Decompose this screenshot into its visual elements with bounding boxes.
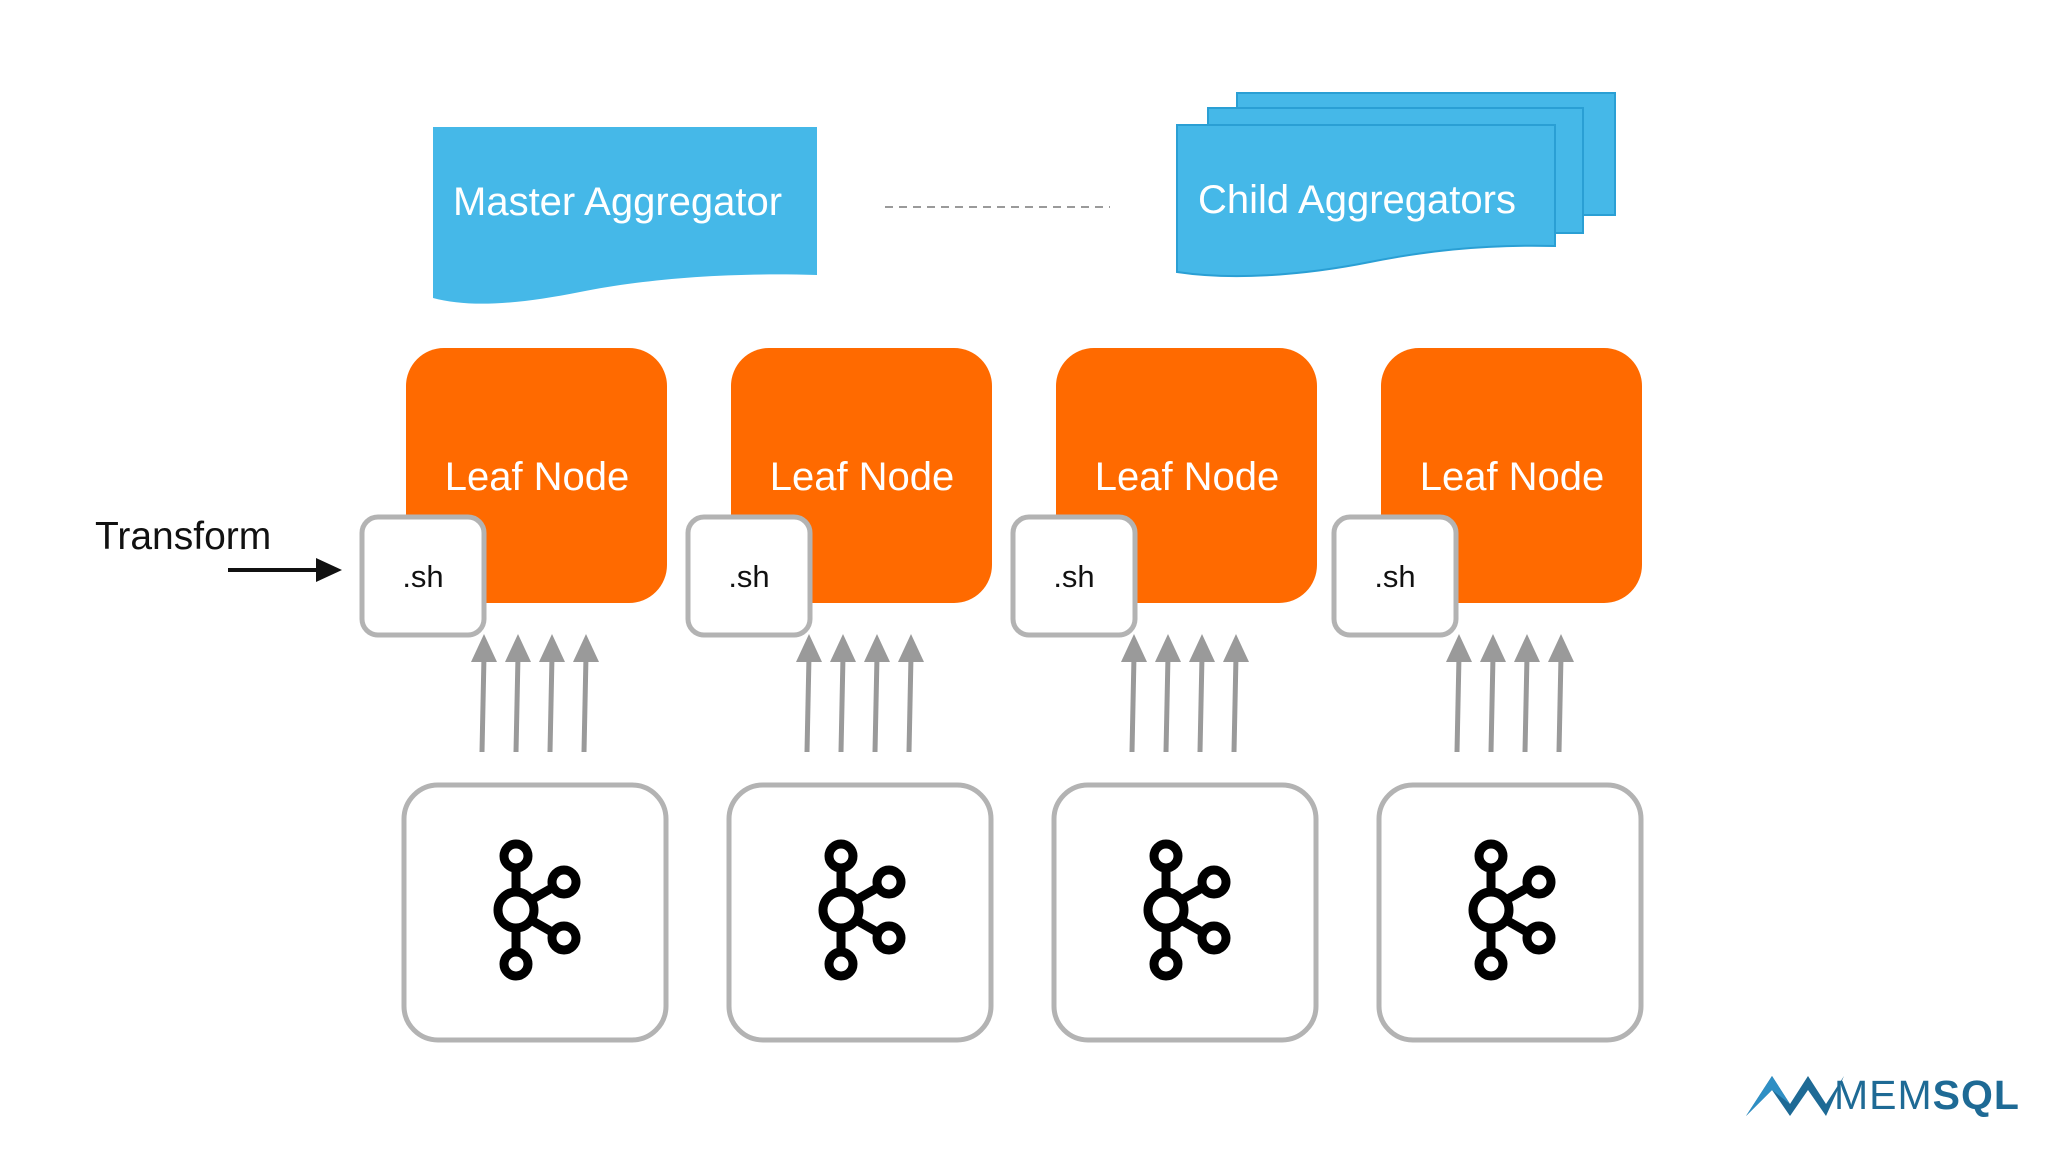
up-arrow bbox=[796, 634, 822, 753]
kafka-source-1 bbox=[401, 782, 669, 1043]
memsql-logo-text: MEMSQL bbox=[1834, 1072, 2020, 1119]
transform-script-label-4: .sh bbox=[1374, 559, 1416, 594]
up-arrow bbox=[830, 634, 856, 753]
transform-callout-label: Transform bbox=[95, 515, 272, 558]
up-arrow bbox=[1514, 634, 1540, 753]
transform-arrow bbox=[228, 558, 342, 582]
up-arrow bbox=[864, 634, 890, 753]
transform-script-label-2: .sh bbox=[728, 559, 770, 594]
arrow-group-1 bbox=[471, 634, 599, 753]
child-aggregators-stack bbox=[1176, 92, 1616, 278]
up-arrow bbox=[1189, 634, 1215, 753]
kafka-source-3 bbox=[1051, 782, 1319, 1043]
child-aggregators-label: Child Aggregators bbox=[1198, 178, 1516, 222]
memsql-logo-mark bbox=[1746, 1076, 1844, 1116]
transform-script-label-3: .sh bbox=[1053, 559, 1095, 594]
up-arrow bbox=[1223, 634, 1249, 753]
logo-prefix: MEM bbox=[1834, 1072, 1933, 1118]
transform-box-4 bbox=[1331, 514, 1459, 638]
up-arrow bbox=[539, 634, 565, 753]
up-arrow bbox=[505, 634, 531, 753]
up-arrow bbox=[1548, 634, 1574, 753]
up-arrow bbox=[1155, 634, 1181, 753]
transform-script-label-1: .sh bbox=[402, 559, 444, 594]
master-aggregator-label: Master Aggregator bbox=[453, 180, 783, 224]
kafka-icon bbox=[1468, 839, 1556, 981]
logo-suffix: SQL bbox=[1932, 1072, 2020, 1118]
up-arrow bbox=[1446, 634, 1472, 753]
up-arrow bbox=[1480, 634, 1506, 753]
leaf-node-label-3: Leaf Node bbox=[1094, 455, 1280, 499]
up-arrow bbox=[1121, 634, 1147, 753]
transform-box-3 bbox=[1010, 514, 1138, 638]
master-aggregator-shape bbox=[433, 127, 817, 304]
kafka-source-2 bbox=[726, 782, 994, 1043]
transform-box-2 bbox=[685, 514, 813, 638]
arrow-group-3 bbox=[1121, 634, 1249, 753]
leaf-node-label-2: Leaf Node bbox=[769, 455, 955, 499]
leaf-node-label-4: Leaf Node bbox=[1419, 455, 1605, 499]
kafka-source-4 bbox=[1376, 782, 1644, 1043]
up-arrow bbox=[898, 634, 924, 753]
kafka-sources bbox=[401, 782, 1644, 1043]
leaf-node-label-1: Leaf Node bbox=[444, 455, 630, 499]
up-arrow bbox=[573, 634, 599, 753]
kafka-icon bbox=[1143, 839, 1231, 981]
up-arrow bbox=[471, 634, 497, 753]
arrow-group-4 bbox=[1446, 634, 1574, 753]
ingest-arrows bbox=[471, 634, 1574, 753]
transform-box-1 bbox=[359, 514, 487, 638]
arrow-group-2 bbox=[796, 634, 924, 753]
kafka-icon bbox=[493, 839, 581, 981]
kafka-icon bbox=[818, 839, 906, 981]
